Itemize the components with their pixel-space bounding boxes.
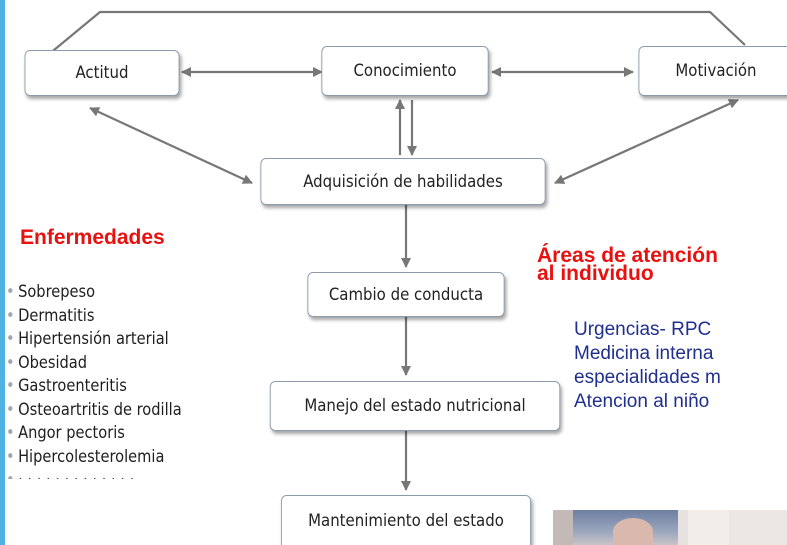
list-item: •Hipercolesterolemia xyxy=(6,446,165,467)
list-item-label: Osteoartritis de rodilla xyxy=(18,399,182,420)
list-item-label: Dermatitis xyxy=(18,305,95,326)
box-conocimiento: Conocimiento xyxy=(321,46,489,96)
areas-list: Urgencias- RPC Medicina interna especial… xyxy=(574,318,721,414)
box-manejo: Manejo del estado nutricional xyxy=(269,381,561,431)
areas-heading-line1: Áreas de atención xyxy=(537,244,718,267)
list-item-label: Hipercolesterolemia xyxy=(18,446,165,467)
list-item-label: Sobrepeso xyxy=(18,282,96,302)
areas-item: Medicina interna xyxy=(574,343,714,364)
arrow-motivacion-adquisicion xyxy=(554,98,739,185)
list-item: •Dermatitis xyxy=(6,305,95,326)
box-conocimiento-label: Conocimiento xyxy=(353,61,457,81)
list-item-label: Gastroenteritis xyxy=(18,376,127,396)
areas-item: Atencion al niño xyxy=(574,391,710,412)
list-item: •Osteoartritis de rodilla xyxy=(6,399,182,420)
list-item: •Angor pectoris xyxy=(6,423,125,443)
list-item: •Gastroenteritis xyxy=(6,376,127,396)
box-adquisicion: Adquisición de habilidades xyxy=(260,158,546,205)
list-item-label: Hipertensión arterial xyxy=(18,329,169,349)
list-item-label: Angor pectoris xyxy=(18,423,125,443)
box-actitud: Actitud xyxy=(24,50,180,96)
list-item: •Hipertensión arterial xyxy=(6,329,169,349)
areas-item: Urgencias- RPC xyxy=(574,319,712,340)
list-item: •Sobrepeso xyxy=(6,282,96,302)
enfermedades-heading: Enfermedades xyxy=(20,226,165,249)
photo-thumbnail xyxy=(553,510,787,545)
top-connector-line xyxy=(47,10,746,56)
list-item: •Obesidad xyxy=(6,352,88,373)
box-mantenimiento: Mantenimiento del estado xyxy=(281,495,531,545)
box-adquisicion-label: Adquisición de habilidades xyxy=(303,171,503,192)
box-mantenimiento-label: Mantenimiento del estado xyxy=(308,510,504,531)
areas-item: especialidades m xyxy=(574,367,721,388)
box-motivacion-label: Motivación xyxy=(675,61,757,81)
left-edge-bar xyxy=(0,0,5,545)
box-actitud-label: Actitud xyxy=(75,63,129,83)
list-item-label: Obesidad xyxy=(18,352,88,373)
box-motivacion: Motivación xyxy=(638,46,787,96)
box-cambio-label: Cambio de conducta xyxy=(328,284,484,305)
box-manejo-label: Manejo del estado nutricional xyxy=(304,396,526,416)
box-cambio: Cambio de conducta xyxy=(307,272,505,317)
enfermedades-list: •Sobrepeso •Dermatitis •Hipertensión art… xyxy=(6,281,210,479)
arrow-actitud-adquisicion xyxy=(89,107,253,184)
areas-heading-line2: al individuo xyxy=(537,262,654,285)
list-item-cut-off: •· · · · · · · · · · · · · xyxy=(6,469,182,479)
